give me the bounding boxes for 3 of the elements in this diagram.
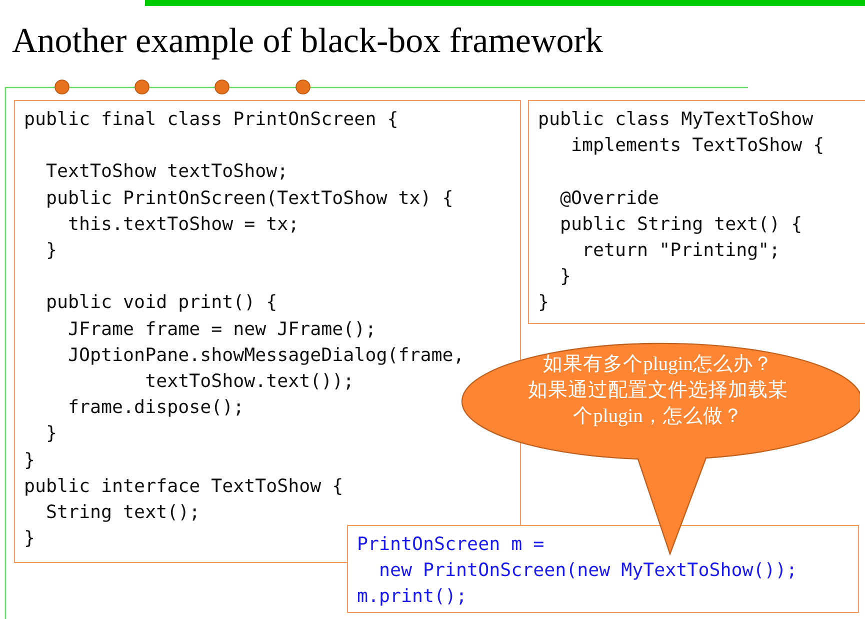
slide-title: Another example of black-box framework — [12, 21, 603, 61]
code-box: PrintOnScreen m = new PrintOnScreen(new MyTextToShow()); m.print(); — [347, 525, 859, 613]
code-box: public class MyTextToShow implements TextToShow { @Override public String text() { return "Printing"; } } — [528, 100, 865, 324]
